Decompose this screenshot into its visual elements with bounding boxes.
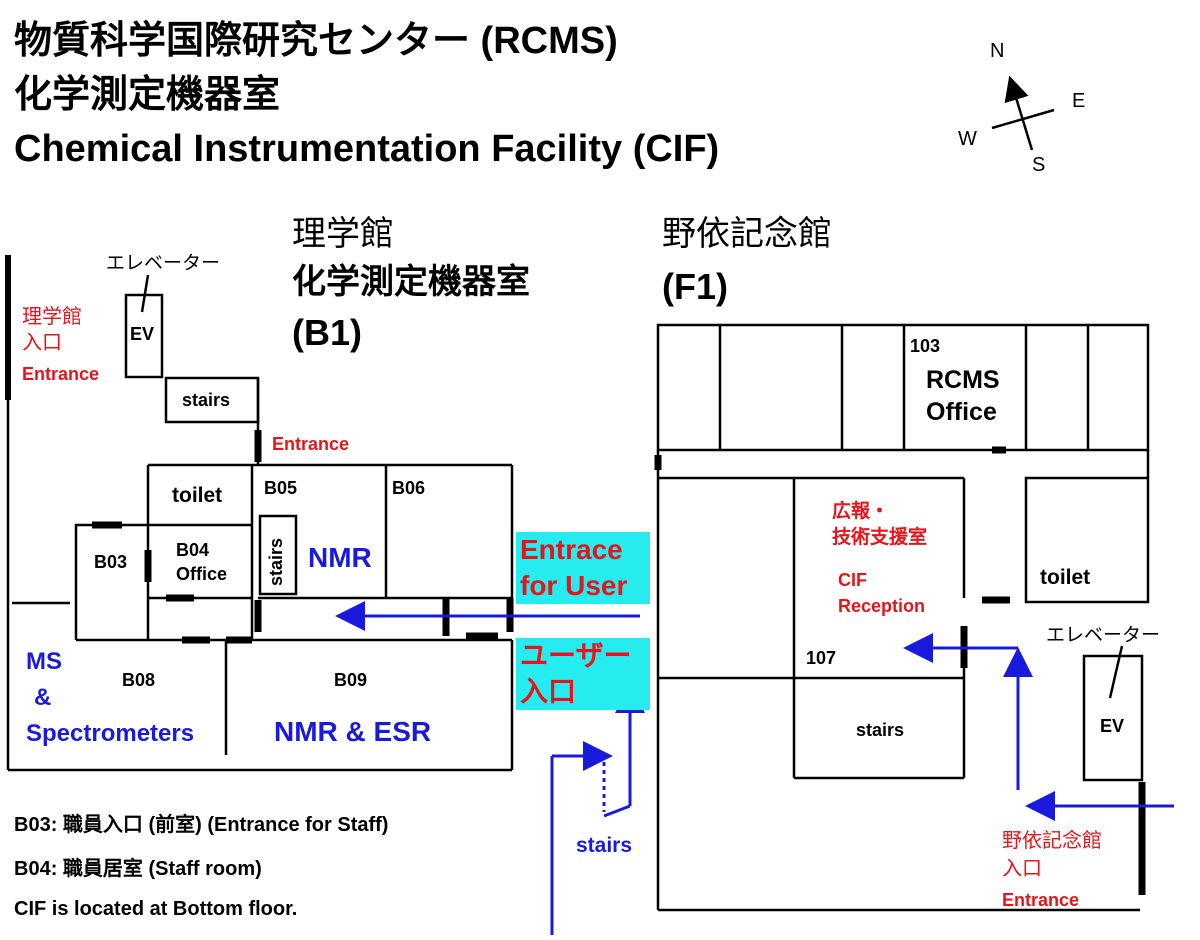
note-b04: B04: 職員居室 (Staff room) — [14, 858, 262, 880]
pr-office-1: 広報・ — [832, 500, 890, 522]
right-entrance-en: Entrance — [1002, 890, 1080, 910]
compass-ew-line — [991, 108, 1055, 130]
room-b05: B05 — [264, 478, 298, 498]
compass-n: N — [990, 40, 1005, 62]
room-b04-office: Office — [176, 564, 228, 584]
right-entrance-jp-2: 入口 — [1002, 856, 1042, 880]
left-entrance-jp-1: 理学館 — [22, 304, 82, 328]
rcms-office-1: RCMS — [926, 366, 1000, 394]
room-103: 103 — [910, 336, 941, 356]
compass-rose — [991, 75, 1055, 151]
room-ms-amp: & — [34, 684, 52, 711]
room-b09: B09 — [334, 670, 368, 690]
left-stairs-inner: stairs — [266, 537, 286, 586]
compass-s: S — [1032, 154, 1046, 176]
title-rcms: 物質科学国際研究センター (RCMS) — [14, 20, 618, 62]
room-b06: B06 — [392, 478, 426, 498]
user-entrance-en-line2: for User — [520, 570, 628, 601]
rcms-office-2: Office — [926, 398, 997, 426]
user-entrance-en-box: Entrace for User — [516, 532, 650, 604]
left-building-doors — [92, 430, 514, 644]
cif-reception-1: CIF — [838, 570, 867, 590]
user-entrance-jp-box: ユーザー 入口 — [516, 638, 650, 710]
left-entrance-jp-2: 入口 — [22, 330, 62, 354]
right-building-floor: (F1) — [662, 266, 728, 307]
room-nmr: NMR — [308, 542, 372, 573]
room-b08: B08 — [122, 670, 156, 690]
user-route-stairs: stairs — [576, 834, 633, 857]
pr-office-2: 技術支援室 — [832, 526, 928, 548]
note-cif-location: CIF is located at Bottom floor. — [14, 898, 298, 920]
room-b03: B03 — [94, 552, 128, 572]
room-spectrometers: Spectrometers — [26, 720, 195, 747]
left-inner-entrance: Entrance — [272, 434, 350, 454]
left-entrance-en: Entrance — [22, 364, 100, 384]
right-entrance-jp-1: 野依記念館 — [1002, 828, 1102, 852]
room-107: 107 — [806, 648, 837, 668]
right-stairs: stairs — [856, 720, 905, 740]
left-building-floor: (B1) — [292, 312, 362, 353]
left-building-facility: 化学測定機器室 — [292, 262, 530, 302]
title-cif-en: Chemical Instrumentation Facility (CIF) — [14, 128, 720, 170]
left-elevator-label: エレベーター — [106, 252, 221, 274]
right-building-walls — [656, 323, 1150, 912]
cif-reception-2: Reception — [838, 596, 926, 616]
left-ev: EV — [130, 324, 155, 344]
left-building-walls — [5, 255, 514, 772]
compass-e: E — [1072, 90, 1086, 112]
compass-north-arrow — [1004, 75, 1034, 151]
user-route-arrows — [335, 601, 1174, 935]
room-nmr-esr: NMR & ESR — [274, 716, 432, 747]
room-ms: MS — [26, 648, 62, 675]
user-entrance-jp-line2: 入口 — [520, 676, 577, 707]
right-building-name: 野依記念館 — [662, 214, 832, 254]
room-toilet-right: toilet — [1040, 566, 1091, 589]
right-elevator-label: エレベーター — [1046, 624, 1161, 646]
left-stairs-top: stairs — [182, 390, 231, 410]
compass-w: W — [958, 128, 977, 150]
user-entrance-en-line1: Entrace — [520, 534, 623, 565]
user-entrance-jp-line1: ユーザー — [520, 640, 632, 671]
title-cif-jp: 化学測定機器室 — [14, 74, 281, 116]
note-b03: B03: 職員入口 (前室) (Entrance for Staff) — [14, 814, 389, 836]
left-building-name: 理学館 — [292, 214, 394, 254]
room-b04: B04 — [176, 540, 210, 560]
room-toilet-left: toilet — [172, 484, 223, 507]
right-ev: EV — [1100, 716, 1125, 736]
